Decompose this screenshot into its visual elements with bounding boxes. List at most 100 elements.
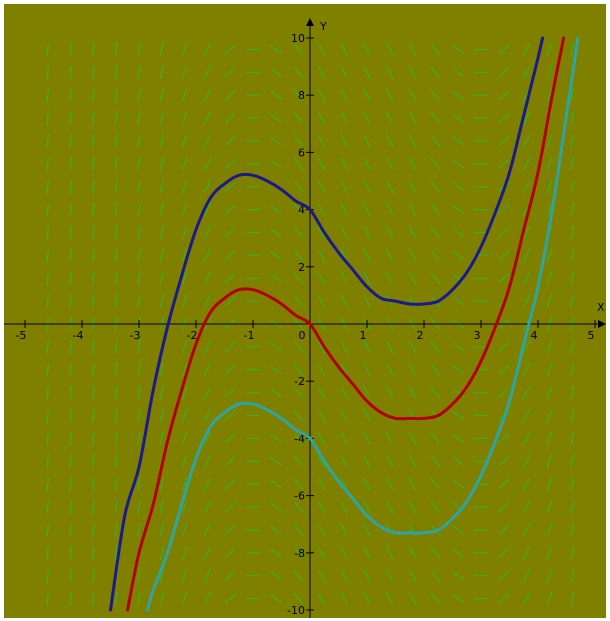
slope-segment bbox=[224, 135, 236, 146]
slope-segment bbox=[224, 44, 236, 55]
slope-segment bbox=[317, 500, 326, 514]
slope-segment bbox=[159, 65, 164, 80]
slope-segment bbox=[69, 133, 72, 148]
slope-segment bbox=[159, 408, 164, 423]
slope-segment bbox=[293, 295, 304, 307]
slope-segment bbox=[69, 179, 72, 194]
slope-segment bbox=[522, 431, 531, 445]
slope-segment bbox=[69, 202, 72, 217]
slope-segment bbox=[203, 409, 212, 422]
slope-segment bbox=[570, 431, 575, 446]
slope-segment bbox=[452, 67, 465, 77]
slope-segment bbox=[430, 363, 441, 376]
slope-segment bbox=[69, 88, 72, 103]
slope-segment bbox=[203, 500, 212, 514]
slope-segment bbox=[159, 362, 164, 377]
slope-segment bbox=[546, 591, 553, 606]
slope-segment bbox=[570, 385, 575, 400]
x-tick-label: -2 bbox=[187, 329, 198, 342]
slope-segment bbox=[159, 248, 164, 263]
slope-segment bbox=[293, 546, 304, 559]
slope-segment bbox=[114, 385, 118, 400]
slope-segment bbox=[452, 342, 465, 352]
slope-segment bbox=[159, 271, 164, 286]
slope-segment bbox=[181, 157, 188, 171]
slope-segment bbox=[317, 455, 326, 468]
slope-segment bbox=[293, 89, 304, 102]
solution-curve-1 bbox=[109, 36, 545, 612]
slope-segment bbox=[570, 294, 575, 309]
slope-segment bbox=[546, 340, 553, 354]
slope-segment bbox=[317, 432, 326, 445]
slope-segment bbox=[546, 271, 553, 286]
slope-segment bbox=[137, 248, 141, 263]
slope-segment bbox=[114, 225, 118, 240]
slope-segment bbox=[269, 365, 282, 375]
y-tick-label: 8 bbox=[298, 89, 305, 102]
slope-segment bbox=[269, 548, 282, 558]
slope-segment bbox=[137, 568, 141, 583]
slope-segment bbox=[386, 431, 394, 445]
slope-segment bbox=[363, 271, 371, 285]
slope-segment bbox=[570, 568, 575, 583]
slope-segment bbox=[159, 591, 164, 606]
slope-segment bbox=[137, 294, 141, 309]
slope-segment bbox=[159, 134, 164, 148]
slope-segment bbox=[317, 88, 326, 102]
slope-segment bbox=[363, 225, 371, 239]
slope-segment bbox=[137, 522, 141, 537]
slope-segment bbox=[498, 273, 510, 284]
slope-segment bbox=[498, 204, 510, 215]
y-tick-label: 2 bbox=[298, 261, 305, 274]
slope-segment bbox=[546, 294, 553, 308]
slope-segment bbox=[546, 88, 553, 103]
slope-segment bbox=[92, 477, 95, 492]
slope-segment bbox=[408, 226, 417, 239]
slope-segment bbox=[386, 65, 394, 79]
slope-segment bbox=[181, 431, 188, 446]
slope-segment bbox=[317, 546, 326, 560]
slope-segment bbox=[137, 271, 141, 286]
slope-segment bbox=[363, 248, 371, 262]
slope-segment bbox=[317, 271, 326, 285]
slope-segment bbox=[46, 431, 49, 446]
slope-segment bbox=[92, 339, 95, 354]
x-axis-label: X bbox=[597, 301, 605, 314]
slope-segment bbox=[498, 44, 510, 55]
slope-segment bbox=[317, 43, 326, 56]
slope-segment bbox=[269, 136, 282, 146]
slope-segment bbox=[203, 294, 212, 308]
slope-segment bbox=[522, 500, 531, 514]
y-axis-arrow bbox=[306, 18, 314, 26]
slope-segment bbox=[269, 67, 282, 77]
slope-segment bbox=[137, 385, 141, 400]
slope-segment bbox=[203, 523, 212, 537]
slope-segment bbox=[430, 478, 441, 490]
slope-segment bbox=[269, 159, 282, 169]
slope-segment bbox=[430, 341, 441, 353]
slope-segment bbox=[363, 363, 371, 377]
slope-segment bbox=[340, 477, 348, 491]
slope-segment bbox=[522, 271, 531, 285]
slope-segment bbox=[317, 363, 326, 377]
slope-segment bbox=[317, 523, 326, 537]
slope-segment bbox=[181, 111, 188, 125]
slope-segment bbox=[570, 271, 575, 286]
slope-segment bbox=[430, 455, 441, 468]
plot-background bbox=[4, 4, 606, 618]
slope-segment bbox=[224, 227, 236, 238]
slope-segment bbox=[430, 226, 441, 239]
slope-segment bbox=[498, 456, 510, 467]
y-tick-label: -2 bbox=[294, 375, 305, 388]
slope-segment bbox=[386, 569, 394, 583]
slope-segment bbox=[46, 225, 49, 240]
slope-segment bbox=[46, 65, 49, 80]
slope-segment bbox=[46, 568, 49, 583]
slope-segment bbox=[408, 386, 417, 399]
slope-segment bbox=[114, 545, 118, 560]
slope-segment bbox=[430, 135, 441, 147]
slope-segment bbox=[340, 180, 348, 194]
slope-segment bbox=[570, 225, 575, 240]
slope-segment bbox=[114, 431, 118, 446]
slope-segment bbox=[363, 431, 371, 445]
